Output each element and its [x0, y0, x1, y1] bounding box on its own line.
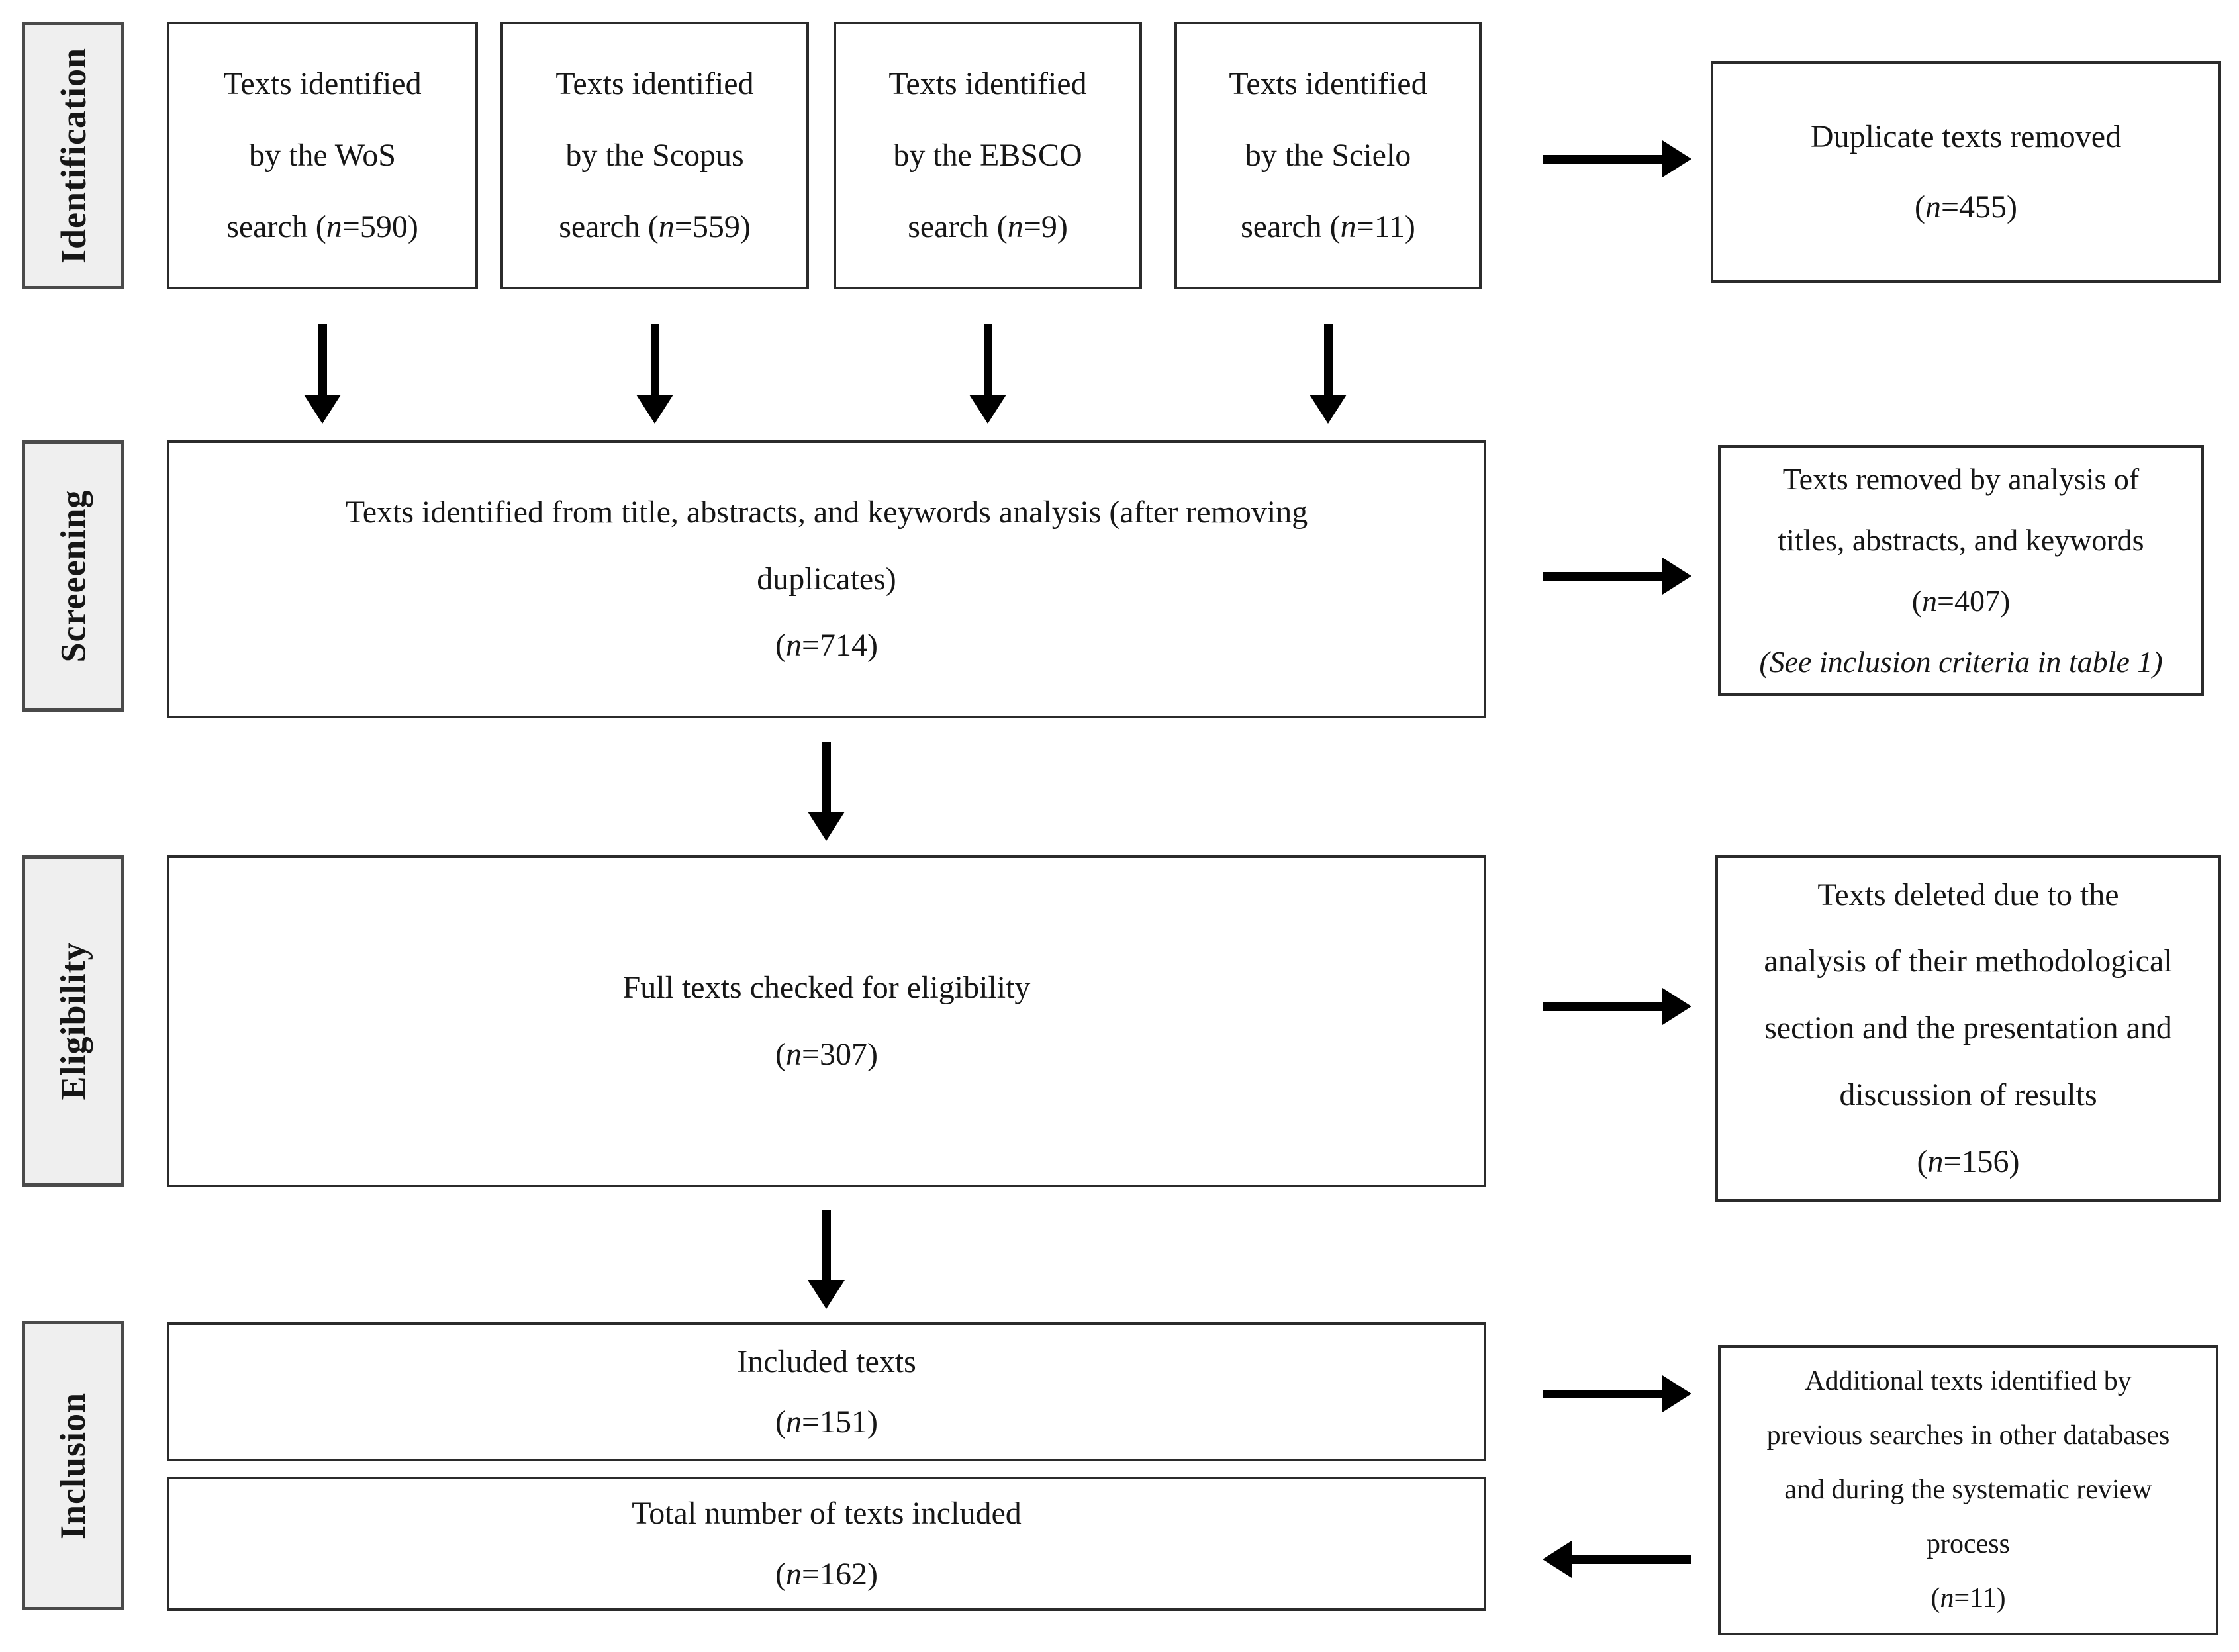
- source-box-wos: Texts identified by the WoS search (n=59…: [167, 22, 478, 289]
- source-box-ebsco: Texts identified by the EBSCO search (n=…: [834, 22, 1142, 289]
- box-count-line: (n=407): [1911, 583, 2011, 618]
- source-box-scopus: Texts identified by the Scopus search (n…: [500, 22, 809, 289]
- stage-label-text: Eligibility: [53, 942, 93, 1100]
- arrow-down-ebsco: [968, 324, 1008, 424]
- box-count-line: (n=156): [1917, 1143, 2020, 1179]
- box-text-line: Texts identified: [223, 66, 422, 101]
- arrow-shaft: [1572, 1555, 1691, 1564]
- arrow-right-duplicates: [1543, 140, 1691, 177]
- box-text-line: Included texts: [737, 1343, 916, 1379]
- box-text-line: by the EBSCO: [893, 138, 1082, 173]
- arrow-head: [304, 395, 341, 424]
- screening-main-box: Texts identified from title, abstracts, …: [167, 440, 1486, 718]
- total-included-box: Total number of texts included (n=162): [167, 1477, 1486, 1611]
- stage-label-eligibility: Eligibility: [22, 855, 124, 1187]
- arrow-right-screening-removed: [1543, 558, 1691, 595]
- arrow-shaft: [822, 1210, 831, 1280]
- stage-label-text: Screeening: [53, 489, 93, 663]
- box-text-line: Texts identified from title, abstracts, …: [345, 494, 1308, 530]
- stage-label-text: Identification: [53, 47, 93, 264]
- duplicates-removed-box: Duplicate texts removed (n=455): [1711, 61, 2221, 283]
- box-note-line: (See inclusion criteria in table 1): [1759, 644, 2163, 679]
- arrow-down-scopus: [635, 324, 675, 424]
- stage-label-identification: Identification: [22, 22, 124, 289]
- box-text-line: previous searches in other databases: [1766, 1420, 2170, 1451]
- screening-removed-box: Texts removed by analysis of titles, abs…: [1718, 445, 2204, 696]
- additional-texts-box: Additional texts identified by previous …: [1718, 1345, 2218, 1635]
- box-text-line: discussion of results: [1839, 1077, 2097, 1112]
- arrow-head: [808, 1280, 845, 1309]
- box-text-line: Texts identified: [1229, 66, 1427, 101]
- box-text-line: Full texts checked for eligibility: [622, 969, 1031, 1005]
- box-text-line: Texts identified: [555, 66, 754, 101]
- arrow-down-wos: [303, 324, 342, 424]
- arrow-shaft: [1543, 154, 1662, 164]
- arrow-down-eligibility-to-inclusion: [806, 1210, 846, 1309]
- included-texts-box: Included texts (n=151): [167, 1322, 1486, 1461]
- arrow-shaft: [318, 324, 327, 395]
- arrow-head: [969, 395, 1006, 424]
- arrow-shaft: [650, 324, 659, 395]
- box-count-line: (n=11): [1930, 1582, 2006, 1614]
- source-box-scielo: Texts identified by the Scielo search (n…: [1174, 22, 1482, 289]
- arrow-head: [1662, 1375, 1691, 1412]
- box-text-line: by the Scielo: [1245, 138, 1411, 173]
- box-text-line: Texts deleted due to the: [1817, 877, 2119, 912]
- arrow-head: [1662, 558, 1691, 595]
- box-text-line: Duplicate texts removed: [1810, 119, 2122, 154]
- eligibility-main-box: Full texts checked for eligibility (n=30…: [167, 855, 1486, 1187]
- box-text-line: and during the systematic review: [1784, 1475, 2152, 1506]
- box-count-line: (n=307): [775, 1036, 879, 1072]
- box-text-line: Texts identified: [888, 66, 1087, 101]
- box-count-line: search (n=11): [1241, 209, 1415, 244]
- arrow-shaft: [822, 742, 831, 812]
- arrow-shaft: [1543, 1002, 1662, 1011]
- arrow-down-scielo: [1308, 324, 1348, 424]
- arrow-right-included-to-additional: [1543, 1375, 1691, 1412]
- box-count-line: (n=455): [1914, 189, 2018, 224]
- box-text-line: by the Scopus: [565, 138, 744, 173]
- box-text-line: analysis of their methodological: [1764, 944, 2173, 979]
- box-count-line: search (n=559): [559, 209, 751, 244]
- box-text-line: Total number of texts included: [632, 1496, 1022, 1531]
- arrow-head: [1662, 988, 1691, 1025]
- arrow-head: [1543, 1541, 1572, 1578]
- stage-label-inclusion: Inclusion: [22, 1321, 124, 1610]
- arrow-shaft: [1543, 1389, 1662, 1398]
- stage-label-screening: Screeening: [22, 440, 124, 712]
- arrow-head: [808, 812, 845, 841]
- box-count-line: search (n=9): [908, 209, 1068, 244]
- box-text-line: by the WoS: [249, 138, 396, 173]
- box-count-line: (n=714): [775, 628, 879, 663]
- box-count-line: (n=162): [775, 1556, 879, 1592]
- arrow-left-additional-to-total: [1543, 1541, 1691, 1578]
- box-text-line: process: [1927, 1528, 2010, 1559]
- box-count-line: search (n=590): [226, 209, 418, 244]
- stage-label-text: Inclusion: [53, 1392, 93, 1539]
- arrow-down-screening-to-eligibility: [806, 742, 846, 841]
- arrow-head: [636, 395, 673, 424]
- arrow-right-eligibility-removed: [1543, 988, 1691, 1025]
- arrow-shaft: [1543, 571, 1662, 581]
- box-text-line: titles, abstracts, and keywords: [1778, 522, 2144, 557]
- eligibility-removed-box: Texts deleted due to the analysis of the…: [1715, 855, 2221, 1202]
- arrow-shaft: [1323, 324, 1333, 395]
- arrow-head: [1662, 140, 1691, 177]
- box-text-line: duplicates): [757, 561, 896, 597]
- box-count-line: (n=151): [775, 1404, 879, 1439]
- box-text-line: Texts removed by analysis of: [1782, 462, 2140, 496]
- box-text-line: section and the presentation and: [1764, 1010, 2172, 1046]
- box-text-line: Additional texts identified by: [1805, 1366, 2132, 1397]
- arrow-head: [1310, 395, 1347, 424]
- arrow-shaft: [983, 324, 992, 395]
